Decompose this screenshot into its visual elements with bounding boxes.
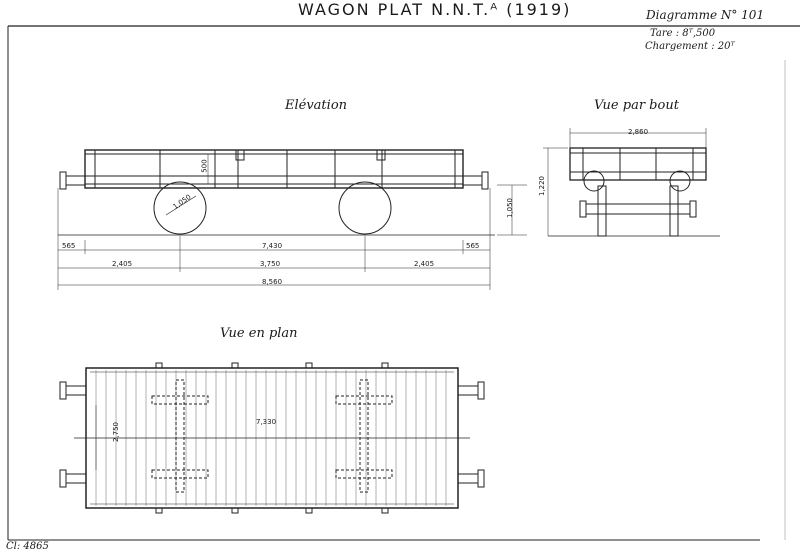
sheet-frame: [7, 25, 800, 541]
dim-floor-height: 1,050: [506, 197, 515, 219]
dim-wheelbase: 3,750: [260, 260, 281, 268]
dim-side-height: 500: [200, 159, 209, 173]
dim-body-length: 7,430: [262, 242, 283, 250]
diagram-number: Diagramme N° 101: [646, 8, 765, 22]
dim-overhang-left: 565: [62, 242, 76, 250]
plan-view-heading: Vue en plan: [220, 326, 298, 341]
drawing-title: WAGON PLAT N.N.T.ᴬ (1919): [298, 0, 572, 19]
end-view-heading: Vue par bout: [594, 98, 679, 113]
dim-overall-length: 8,560: [262, 278, 283, 286]
end-view: [543, 128, 720, 237]
elevation-view: [57, 149, 527, 290]
dim-end-right: 2,405: [414, 260, 435, 268]
dim-total-height: 1,220: [538, 175, 547, 197]
catalogue-number: Cl: 4865: [6, 541, 49, 552]
load-capacity: Chargement : 20ᵀ: [645, 41, 735, 52]
tare-weight: Tare : 8ᵀ,500: [650, 28, 716, 39]
elevation-heading: Elévation: [285, 98, 348, 113]
dim-floor-length: 7,330: [256, 418, 277, 426]
dim-end-left: 2,405: [112, 260, 133, 268]
dim-overhang-right: 565: [466, 242, 480, 250]
dim-width: 2,860: [628, 128, 649, 136]
plan-view: [59, 362, 485, 514]
dim-floor-width: 2,750: [112, 421, 121, 443]
